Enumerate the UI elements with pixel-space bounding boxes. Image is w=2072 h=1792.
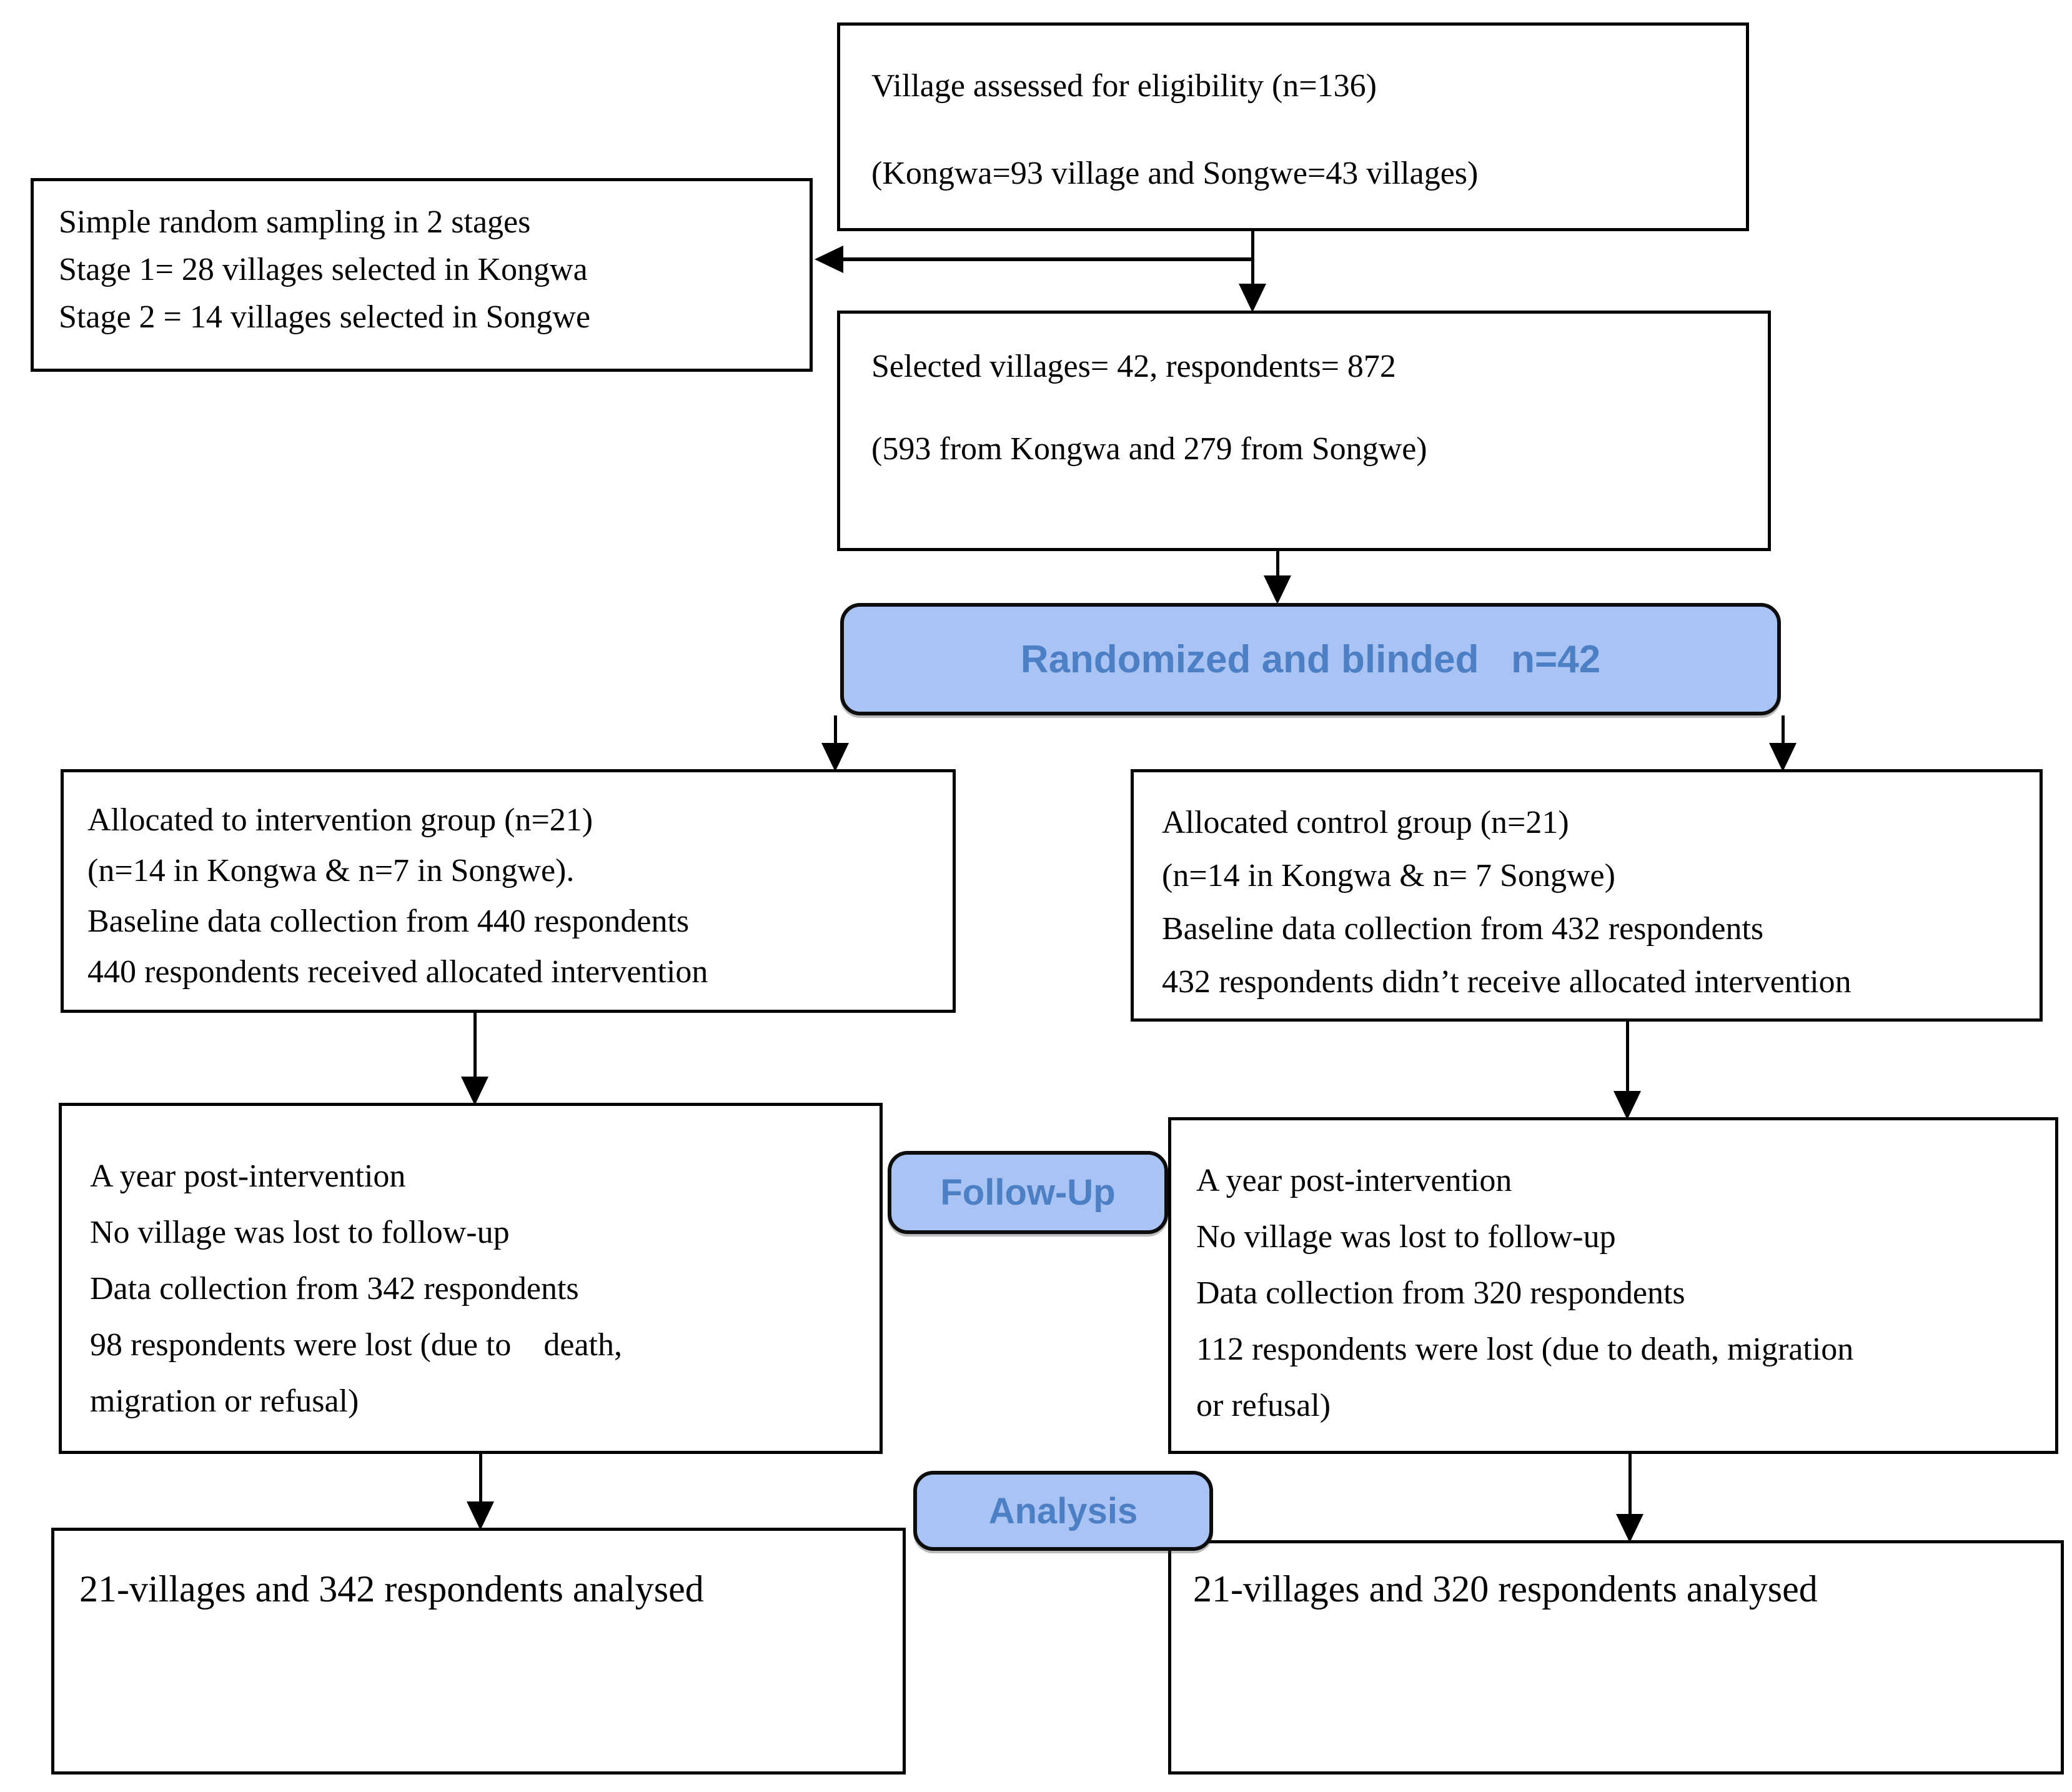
arrow-head-icon <box>461 1077 488 1105</box>
arrow-head-icon <box>1264 575 1291 604</box>
text-line: 112 respondents were lost (due to death,… <box>1196 1332 1854 1367</box>
sampling-box: Simple random sampling in 2 stages Stage… <box>31 178 813 372</box>
followup-pill: Follow-Up <box>888 1151 1168 1234</box>
control-followup-box: A year post-intervention No village was … <box>1168 1117 2058 1454</box>
arrow-head-icon <box>821 743 849 772</box>
text-line: Allocated to intervention group (n=21) <box>87 802 593 838</box>
text-line: A year post-intervention <box>1196 1163 1512 1198</box>
randomized-pill: Randomized and blinded n=42 <box>840 603 1781 715</box>
text-line: migration or refusal) <box>90 1383 359 1419</box>
text-line: Stage 2 = 14 villages selected in Songwe <box>59 299 591 335</box>
arrow-shaft <box>1276 551 1279 579</box>
text-line: 432 respondents didn’t receive allocated… <box>1162 964 1851 1000</box>
control-analysis-box: 21-villages and 320 respondents analysed <box>1168 1540 2064 1775</box>
analysis-pill: Analysis <box>913 1471 1213 1551</box>
arrow-head-icon <box>1769 743 1797 772</box>
intervention-analysis-box: 21-villages and 342 respondents analysed <box>51 1528 906 1775</box>
text-line: (Kongwa=93 village and Songwe=43 village… <box>871 156 1479 191</box>
arrow-shaft <box>1781 715 1785 747</box>
text-line: No village was lost to follow-up <box>1196 1219 1616 1255</box>
arrow-to-sampling-box <box>815 246 1252 273</box>
arrow-shaft <box>1251 231 1254 287</box>
arrow-selected-to-randomized <box>1264 551 1291 604</box>
arrow-shaft <box>473 1013 477 1080</box>
text-line: Data collection from 320 respondents <box>1196 1275 1685 1311</box>
text-line: Allocated control group (n=21) <box>1162 805 1569 840</box>
eligibility-box: Village assessed for eligibility (n=136)… <box>837 22 1749 231</box>
text-line: No village was lost to follow-up <box>90 1215 510 1250</box>
arrow-randomized-to-intervention <box>821 715 849 772</box>
text-line: (593 from Kongwa and 279 from Songwe) <box>871 431 1427 467</box>
arrow-shaft <box>1625 1022 1629 1095</box>
randomized-label: Randomized and blinded n=42 <box>1020 637 1601 681</box>
text-line: Simple random sampling in 2 stages <box>59 204 531 240</box>
arrow-shaft <box>840 257 1252 261</box>
intervention-allocation-box: Allocated to intervention group (n=21) (… <box>61 769 956 1013</box>
text-line: (n=14 in Kongwa & n= 7 Songwe) <box>1162 858 1615 894</box>
text-line: Village assessed for eligibility (n=136) <box>871 68 1377 104</box>
arrow-control-to-followup <box>1613 1022 1641 1120</box>
analysis-label: Analysis <box>988 1490 1138 1531</box>
text-line: 440 respondents received allocated inter… <box>87 954 708 990</box>
control-allocation-box: Allocated control group (n=21) (n=14 in … <box>1131 769 2043 1022</box>
text-line: Data collection from 342 respondents <box>90 1271 579 1307</box>
selected-villages-box: Selected villages= 42, respondents= 872 … <box>837 311 1771 551</box>
arrow-followup-to-analysis-left <box>467 1454 494 1530</box>
arrow-head-icon <box>815 246 843 273</box>
arrow-head-icon <box>1616 1514 1643 1543</box>
arrow-shaft <box>833 715 837 747</box>
arrow-intervention-to-followup <box>461 1013 488 1105</box>
text-line: 21-villages and 320 respondents analysed <box>1193 1568 1818 1610</box>
intervention-followup-box: A year post-intervention No village was … <box>59 1103 883 1454</box>
arrow-eligibility-to-selected <box>1239 231 1266 312</box>
arrow-head-icon <box>467 1501 494 1530</box>
text-line: 21-villages and 342 respondents analysed <box>79 1568 704 1610</box>
text-line: or refusal) <box>1196 1388 1331 1423</box>
text-line: 98 respondents were lost (due to death, <box>90 1327 623 1363</box>
text-line: Stage 1= 28 villages selected in Kongwa <box>59 252 588 287</box>
arrow-followup-to-analysis-right <box>1616 1454 1643 1543</box>
text-line: A year post-intervention <box>90 1158 406 1194</box>
text-line: Baseline data collection from 440 respon… <box>87 903 690 939</box>
arrow-shaft <box>1628 1454 1632 1518</box>
text-line: Selected villages= 42, respondents= 872 <box>871 349 1396 384</box>
arrow-head-icon <box>1613 1091 1641 1120</box>
arrow-randomized-to-control <box>1769 715 1797 772</box>
text-line: (n=14 in Kongwa & n=7 in Songwe). <box>87 853 575 889</box>
followup-label: Follow-Up <box>940 1172 1116 1213</box>
arrow-shaft <box>478 1454 482 1505</box>
arrow-head-icon <box>1239 284 1266 312</box>
text-line: Baseline data collection from 432 respon… <box>1162 911 1764 947</box>
